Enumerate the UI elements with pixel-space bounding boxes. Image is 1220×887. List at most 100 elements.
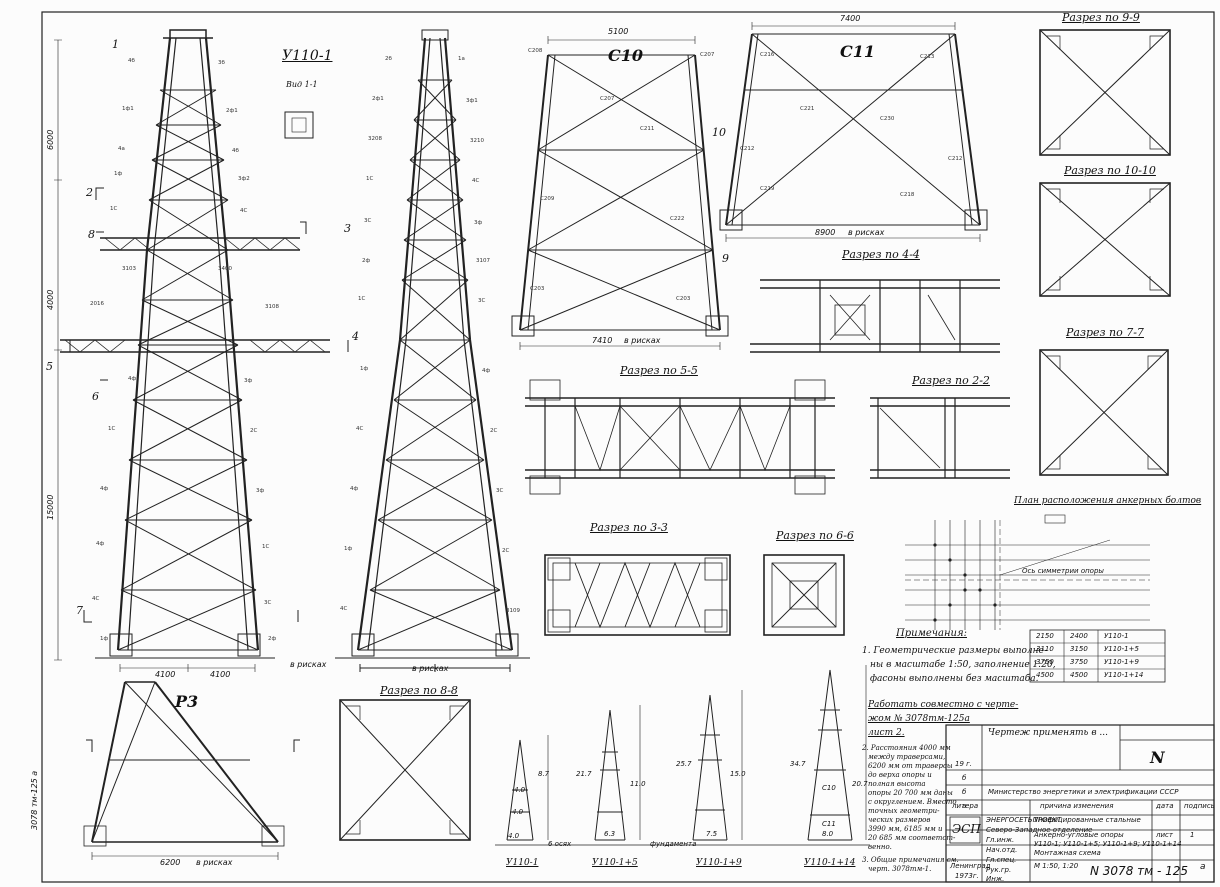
section-mark-8: 8 [88, 228, 95, 241]
stamp-role-5: Инж. [986, 875, 1005, 883]
stamp-role-4: Рук.гр. [986, 866, 1012, 874]
svg-text:С212: С212 [948, 156, 962, 162]
svg-text:3ф: 3ф [256, 488, 264, 494]
scheme-1-label: У110-1 [506, 858, 539, 868]
c10-dim-top: 5100 [608, 27, 629, 36]
section-10-10-title: Разрез по 10-10 [1064, 164, 1156, 177]
note-2-line-7: с округлением. Вместо [868, 798, 957, 806]
stamp-desc-1: Унифицированные стальные [1034, 816, 1141, 824]
scheme-3-dim-3: 25.7 [676, 760, 692, 768]
note-3-line-1: 3. Общие примечания см. [862, 856, 959, 864]
scheme-1-dim-3: 4.0 [514, 786, 526, 794]
svg-text:1С: 1С [262, 544, 269, 550]
svg-text:4ф: 4ф [350, 486, 358, 492]
section-5-5 [525, 379, 835, 495]
c10-dim-bottom: 7410 [592, 336, 613, 345]
stamp-col-litera: литера [952, 802, 979, 810]
section-2-2 [870, 397, 1010, 479]
svg-text:С219: С219 [760, 186, 775, 192]
c11-title: С11 [840, 42, 875, 61]
scheme-5-c10: C10 [822, 784, 836, 792]
notes-heading: Примечания: [896, 628, 967, 639]
scheme-2-label: У110-1+5 [592, 858, 638, 868]
svg-text:1ф1: 1ф1 [122, 106, 134, 112]
stamp-org-2: Северо-Западное отделение [986, 826, 1093, 834]
section-8-8-title: Разрез по 8-8 [380, 684, 458, 697]
c11-note: в рисках [848, 228, 885, 237]
work-line-3: лист 2. [868, 728, 905, 738]
svg-text:3ф1: 3ф1 [466, 98, 478, 104]
scheme-3-note: фундамента [650, 840, 697, 848]
svg-text:3109: 3109 [506, 608, 520, 614]
note-2-line-9: ческих размеров [868, 816, 931, 824]
main-view-title: У110-1 [282, 48, 333, 64]
stamp-scale: М 1:50, 1:20 [1034, 862, 1079, 870]
svg-text:С222: С222 [670, 216, 684, 222]
scheme-2-dim-1: 6.3 [604, 830, 616, 838]
anchor-bolt-plan [905, 514, 1166, 683]
section-9-9-title: Разрез по 9-9 [1062, 11, 1140, 24]
svg-text:4ф: 4ф [96, 541, 104, 547]
svg-text:1ф: 1ф [100, 636, 108, 642]
scheme-5-c11: C11 [822, 820, 836, 828]
bolt-row-1-b: 2400 [1070, 632, 1088, 640]
svg-text:3ф2: 3ф2 [238, 176, 250, 182]
main-dim-bottom-1: 4100 [155, 670, 176, 679]
bolt-row-2-c: У110-1+5 [1104, 645, 1139, 653]
bolt-row-4-b: 4500 [1070, 671, 1088, 679]
section-6-6-title: Разрез по 6-6 [776, 529, 854, 542]
stamp-sheet-number: 1 [1190, 831, 1195, 839]
svg-text:2С: 2С [250, 428, 257, 434]
bolt-row-3-c: У110-1+9 [1104, 658, 1139, 666]
section-mark-2: 2 [86, 186, 93, 199]
svg-text:3ф: 3ф [244, 378, 252, 384]
scheme-4-dim-2: 20.7 [852, 780, 868, 788]
scheme-4-label: У110-1+9 [696, 858, 742, 868]
svg-text:2б: 2б [385, 56, 392, 62]
scheme-1-dim-1: 4.0 [512, 808, 524, 816]
stamp-desc-2: Анкерно-угловые опоры [1034, 831, 1124, 839]
side-view-note: в рисках [412, 664, 449, 673]
svg-text:2С: 2С [502, 548, 509, 554]
stamp-code-suffix: а [1200, 862, 1206, 872]
svg-text:3С: 3С [264, 600, 271, 606]
main-dim-left-1: 6000 [46, 129, 55, 150]
svg-text:С221: С221 [800, 106, 814, 112]
svg-text:3103: 3103 [122, 266, 136, 272]
note-2-line-4: до верха опоры и [868, 771, 932, 779]
stamp-desc-4: Монтажная схема [1034, 849, 1101, 857]
section-2-2-title: Разрез по 2-2 [912, 374, 990, 387]
work-line-1: Работать совместно с черте- [868, 700, 1019, 710]
bolt-row-3-b: 3750 [1070, 658, 1088, 666]
svg-text:С212: С212 [740, 146, 754, 152]
svg-text:С203: С203 [530, 286, 545, 292]
svg-text:1ф: 1ф [344, 546, 352, 552]
note-2-line-12: венно. [868, 843, 892, 851]
note-1-line-3: фасоны выполнены без масштаба. [870, 674, 1039, 684]
scheme-4-dim-3: 34.7 [790, 760, 806, 768]
main-note-bottom: в рисках [290, 660, 327, 669]
section-mark-4: 4 [352, 330, 359, 343]
p3-dim: 6200 [160, 858, 181, 867]
section-6-6 [763, 554, 845, 636]
scheme-2-dim-2: 11.0 [630, 780, 646, 788]
svg-text:С213: С213 [920, 54, 935, 60]
bolt-plan-axis-label: Ось симметрии опоры [1022, 567, 1104, 575]
svg-text:С203: С203 [676, 296, 691, 302]
svg-text:3208: 3208 [368, 136, 382, 142]
section-7-7-title: Разрез по 7-7 [1066, 326, 1144, 339]
work-line-2: жом № 3078тм-125а [868, 714, 970, 724]
svg-text:3С: 3С [478, 298, 485, 304]
stamp-city: Ленинград [950, 862, 991, 870]
svg-text:1ф: 1ф [360, 366, 368, 372]
svg-text:С211: С211 [640, 126, 654, 132]
stamp-year: 1973г. [955, 872, 979, 880]
bolt-row-4-c: У110-1+14 [1104, 671, 1144, 679]
svg-text:1С: 1С [110, 206, 117, 212]
scheme-3-dim-1: 7.5 [706, 830, 718, 838]
note-2-line-10: 3990 мм, 6185 мм и [868, 825, 943, 833]
note-2-line-5: полная высота [868, 780, 926, 788]
section-mark-7: 7 [76, 604, 83, 617]
bolt-row-1-c: У110-1 [1104, 632, 1129, 640]
